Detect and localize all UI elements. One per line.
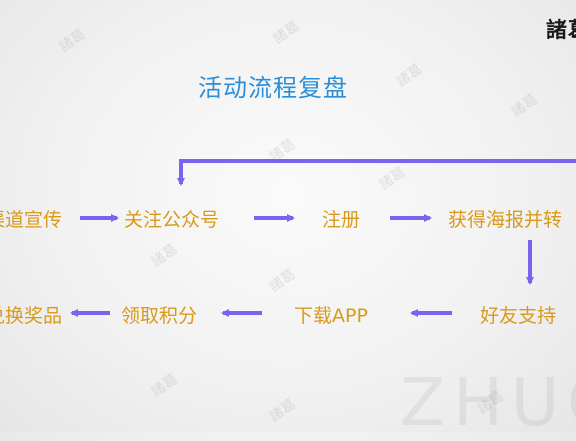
step-3: 注册 (322, 209, 361, 231)
step-2: 关注公众号 (124, 209, 220, 231)
step-1: 渠道宣传 (0, 209, 63, 231)
step-5: 好友支持 (480, 305, 557, 327)
flow-arrows (70, 159, 576, 317)
step-4: 获得海报并转 (448, 209, 563, 231)
page-title: 活动流程复盘 (198, 74, 348, 102)
brand-logo: 諸葛 (546, 18, 576, 42)
step-7: 领取积分 (121, 305, 198, 327)
background-watermark: ZHUG (400, 364, 576, 441)
step-6: 下载APP (294, 305, 368, 327)
step-8: 兑换奖品 (0, 305, 63, 327)
loop-arrow (177, 159, 576, 186)
